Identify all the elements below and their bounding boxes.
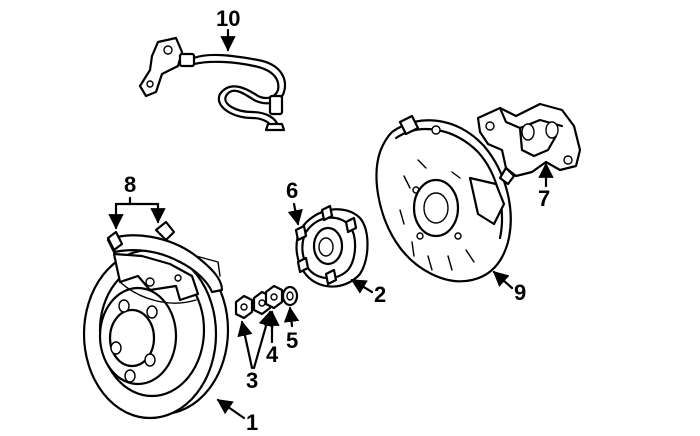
caliper-bracket-part bbox=[476, 102, 582, 186]
brake-shoes-part bbox=[106, 220, 224, 304]
callout-6: 6 bbox=[286, 178, 298, 203]
washer-part bbox=[281, 285, 299, 307]
callout-7: 7 bbox=[538, 186, 550, 211]
callout-4: 4 bbox=[266, 342, 279, 367]
callout-1: 1 bbox=[246, 410, 258, 435]
callout-6-group: 6 bbox=[286, 178, 303, 226]
callout-5-group: 5 bbox=[283, 306, 300, 353]
callout-7-group: 7 bbox=[538, 162, 554, 211]
callout-2-group: 2 bbox=[350, 278, 386, 307]
callout-8-group: 8 bbox=[108, 172, 166, 230]
retainer-part bbox=[264, 284, 284, 310]
callout-1-group: 1 bbox=[216, 398, 258, 435]
hub-nut-part bbox=[234, 294, 254, 320]
hub-bearing-part bbox=[294, 204, 369, 288]
brake-hose-part bbox=[138, 36, 287, 132]
callout-9-group: 9 bbox=[492, 270, 526, 305]
callout-5: 5 bbox=[286, 328, 298, 353]
callout-4-group: 4 bbox=[264, 310, 280, 367]
callout-10-group: 10 bbox=[216, 6, 240, 52]
callout-3: 3 bbox=[246, 368, 258, 393]
callout-2: 2 bbox=[374, 282, 386, 307]
callout-8: 8 bbox=[124, 172, 136, 197]
backing-plate-part bbox=[375, 114, 512, 283]
callout-10: 10 bbox=[216, 6, 240, 31]
callout-9: 9 bbox=[514, 280, 526, 305]
